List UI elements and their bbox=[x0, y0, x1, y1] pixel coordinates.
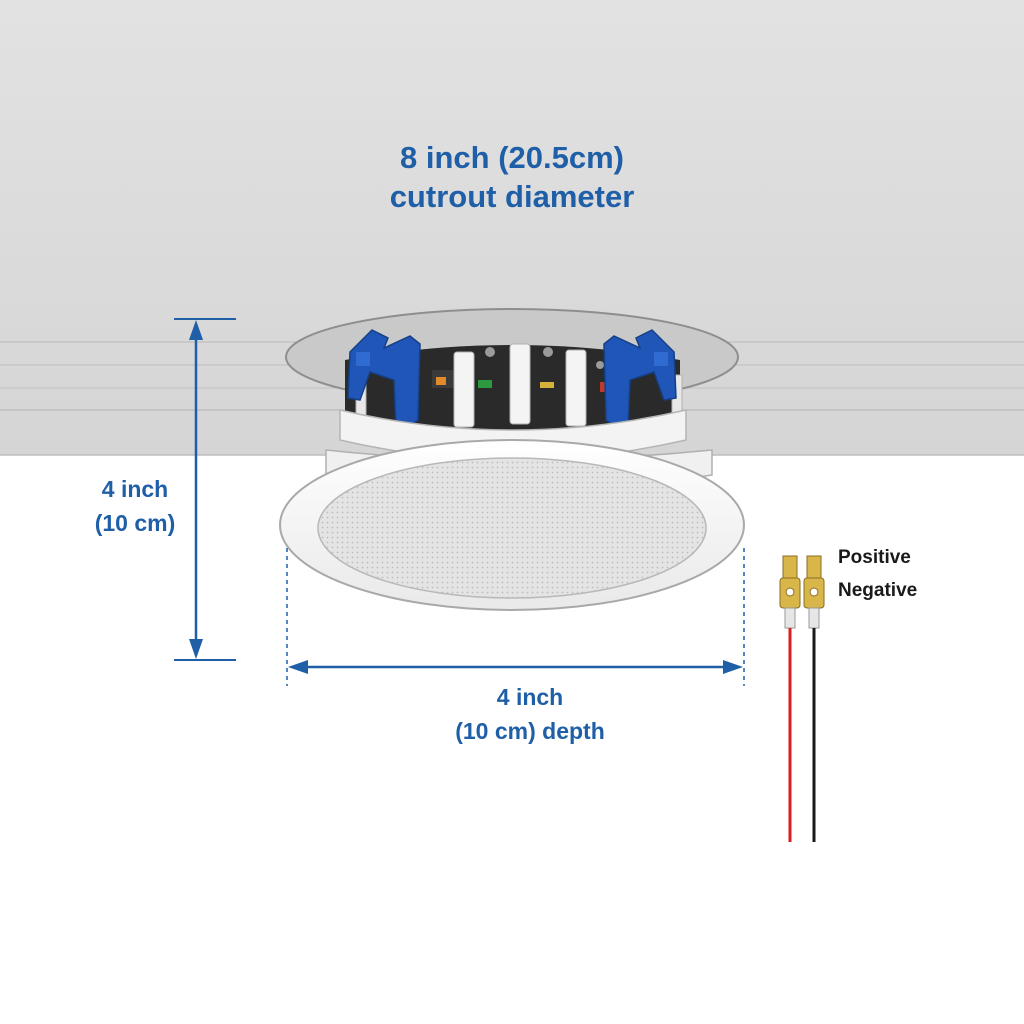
height-label: 4 inch (10 cm) bbox=[60, 472, 210, 540]
ceiling-speaker-icon bbox=[279, 329, 745, 611]
depth-label-line2: (10 cm) depth bbox=[455, 718, 605, 744]
negative-terminal bbox=[803, 555, 825, 842]
mounting-posts bbox=[355, 343, 683, 431]
negative-label: Negative bbox=[838, 580, 918, 601]
spade-terminal-icon bbox=[779, 555, 825, 842]
height-dimension bbox=[174, 318, 236, 661]
height-label-line1: 4 inch bbox=[101, 476, 169, 502]
depth-label: 4 inch (10 cm) depth bbox=[365, 680, 695, 748]
cutout-diameter-label: 8 inch (20.5cm) cutrout diameter bbox=[312, 138, 712, 216]
positive-label: Positive bbox=[838, 547, 911, 568]
cutout-label-line1: 8 inch (20.5cm) bbox=[400, 140, 624, 175]
cutout-label-line2: cutrout diameter bbox=[389, 179, 635, 214]
positive-terminal bbox=[779, 555, 801, 842]
depth-dimension bbox=[286, 548, 745, 686]
depth-label-line1: 4 inch bbox=[496, 684, 564, 710]
height-label-line2: (10 cm) bbox=[94, 510, 176, 536]
